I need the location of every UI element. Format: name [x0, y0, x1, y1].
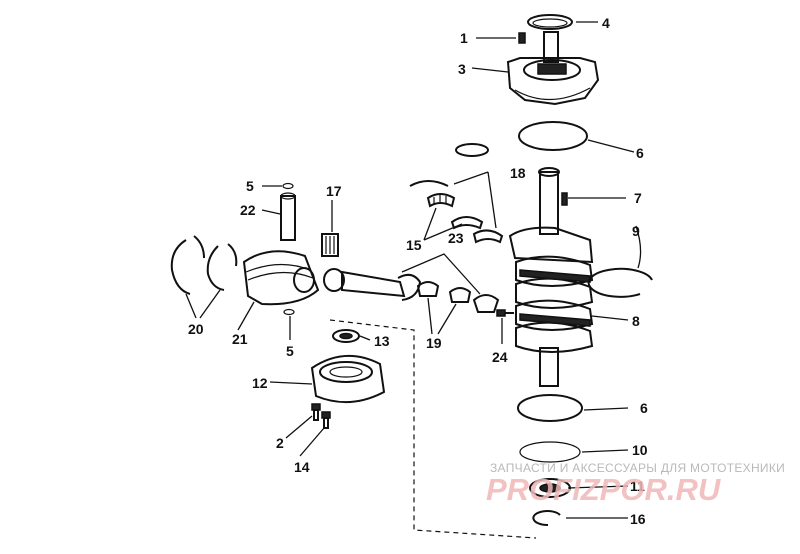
thrust-washer: [519, 441, 581, 463]
callout-10: 10: [632, 442, 648, 458]
assembly-reference-line: [329, 319, 537, 539]
bearing-half-top: [409, 180, 449, 187]
o-ring-upper: [518, 121, 588, 151]
callout-18: 18: [510, 165, 526, 181]
callout-2: 2: [276, 435, 284, 451]
callout-6-lower: 6: [640, 400, 648, 416]
callout-4: 4: [602, 15, 610, 31]
rod-cap-middle: [448, 287, 472, 303]
rod-cap-left: [416, 281, 440, 297]
callout-17: 17: [326, 183, 342, 199]
retaining-ring: [587, 267, 653, 298]
upper-bearing-housing: [506, 31, 600, 106]
callout-1: 1: [460, 30, 468, 46]
piston-ring-outer: [170, 235, 205, 295]
oil-seal: [332, 329, 360, 343]
callout-14: 14: [294, 459, 310, 475]
needle-bearing: [321, 233, 339, 257]
housing-screw-washer: [321, 411, 331, 429]
pin-retainer-lower: [283, 308, 295, 316]
bearing-cage: [426, 193, 456, 208]
callout-6-upper: 6: [636, 145, 644, 161]
o-ring-lower: [517, 394, 583, 422]
connecting-rod: [323, 268, 422, 301]
callout-11: 11: [630, 478, 645, 494]
pin-retainer-upper: [282, 182, 294, 190]
crank-key: [561, 192, 568, 206]
rod-bolt: [496, 309, 514, 317]
callout-7: 7: [634, 190, 642, 206]
bearing-cage-lower: [450, 216, 484, 230]
seal-ring: [527, 14, 573, 30]
leader-lines: [185, 21, 642, 519]
piston: [242, 250, 320, 306]
callout-8: 8: [632, 313, 640, 329]
crankshaft: [508, 167, 594, 387]
seal-ring-small: [455, 143, 489, 157]
callout-16: 16: [630, 511, 646, 527]
callout-23: 23: [448, 230, 464, 246]
callout-13: 13: [374, 333, 390, 349]
ball-bearing: [529, 478, 571, 498]
lower-bearing-housing: [310, 354, 386, 404]
watermark-caption: ЗАПЧАСТИ И АКСЕССУАРЫ ДЛЯ МОТОТЕХНИКИ: [490, 461, 785, 475]
callout-19: 19: [426, 335, 442, 351]
callout-5-upper: 5: [246, 178, 254, 194]
callout-12: 12: [252, 375, 268, 391]
wrist-pin: [280, 192, 296, 241]
callout-9: 9: [632, 223, 640, 239]
rod-cap-right: [472, 294, 500, 313]
snap-ring: [532, 510, 561, 527]
callout-15: 15: [406, 237, 422, 253]
callout-22: 22: [240, 202, 256, 218]
callout-5-lower: 5: [286, 343, 294, 359]
piston-ring-inner: [206, 243, 238, 291]
housing-screw: [311, 403, 321, 421]
callout-3: 3: [458, 61, 466, 77]
callout-21: 21: [232, 331, 248, 347]
bearing-half-bottom: [472, 229, 504, 244]
dowel-pin: [518, 32, 526, 44]
callout-20: 20: [188, 321, 204, 337]
callout-24: 24: [492, 349, 508, 365]
watermark-brand: PROFIZPOR.RU: [486, 472, 722, 507]
